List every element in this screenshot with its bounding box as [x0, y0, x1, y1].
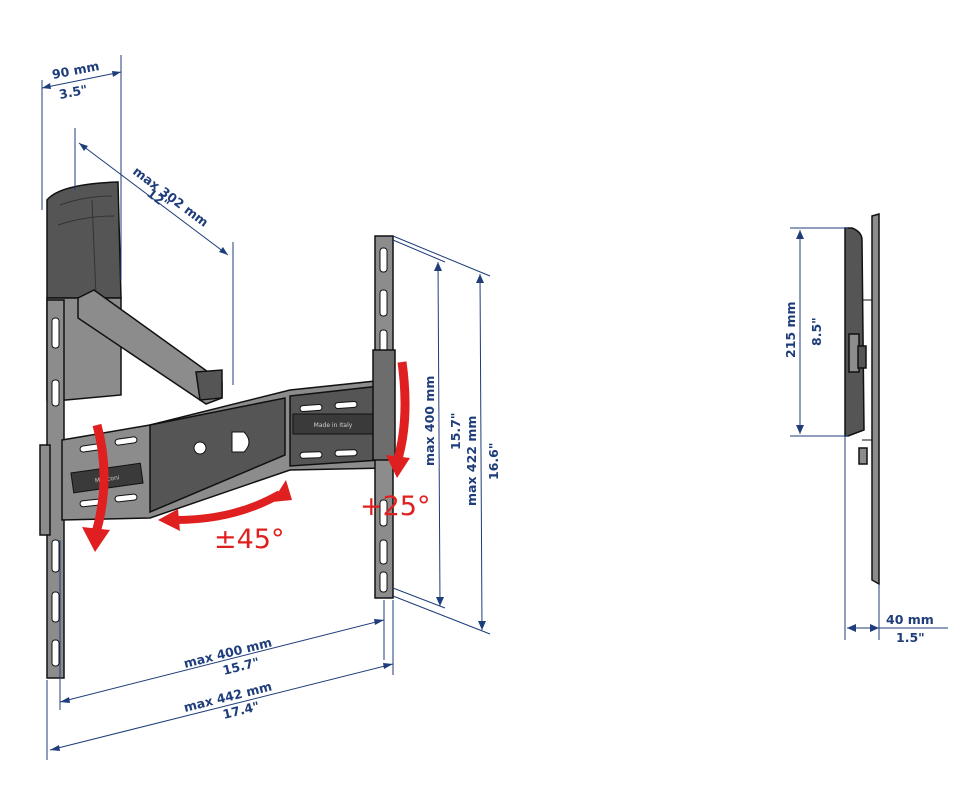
side-view: [844, 213, 880, 586]
swivel-arrow: [158, 480, 292, 531]
vesa-v-outer-inch: 16.6": [486, 443, 501, 480]
extension-mm: max 302 mm: [130, 163, 211, 229]
depth-inch: 3.5": [58, 82, 89, 102]
swing-arm: [77, 289, 223, 405]
side-depth-inch: 1.5": [896, 630, 925, 645]
depth-mm: 90 mm: [51, 58, 101, 82]
tv-vertical-strip: [372, 235, 396, 599]
tilt-arrow-left: [82, 423, 110, 552]
crossbar: Made in Italy Meliconi: [61, 379, 387, 521]
tilt-angle-label: +25°: [360, 491, 430, 522]
vesa-v-inner-mm: max 400 mm: [422, 376, 437, 466]
vesa-v-outer-mm: max 422 mm: [464, 416, 479, 506]
tilt-arrow-right: [386, 361, 410, 478]
side-depth-mm: 40 mm: [886, 612, 934, 627]
vesa-vertical-outer-dimension: max 422 mm 16.6": [392, 235, 501, 635]
swivel-angle-label: ±45°: [214, 524, 284, 555]
side-height-mm: 215 mm: [783, 302, 798, 359]
vesa-horizontal-outer-dimension: max 442 mm 17.4": [46, 600, 394, 760]
made-in-label: Made in Italy: [314, 422, 353, 429]
vesa-vertical-inner-dimension: max 400 mm 15.7": [392, 239, 463, 609]
vesa-v-inner-inch: 15.7": [448, 413, 463, 450]
vesa-horizontal-inner-dimension: max 400 mm 15.7": [59, 540, 385, 710]
side-depth-dimension: 40 mm 1.5": [844, 436, 948, 645]
side-height-dimension: 215 mm 8.5": [783, 227, 848, 437]
side-height-inch: 8.5": [809, 317, 824, 346]
